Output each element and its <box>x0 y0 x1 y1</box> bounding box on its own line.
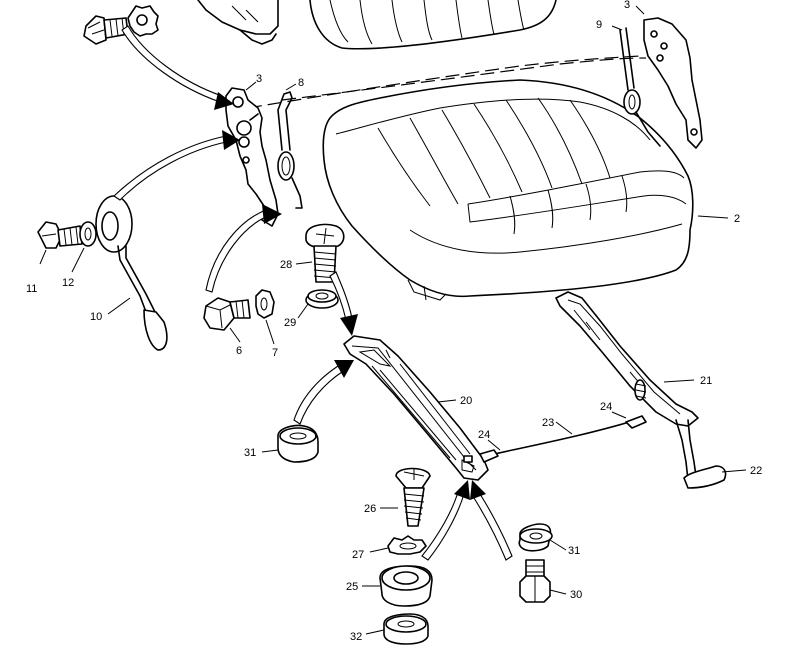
callout-10: 10 <box>90 311 102 323</box>
callout-21: 21 <box>700 375 712 387</box>
bolt-30 <box>519 559 551 603</box>
callout-3: 3 <box>256 73 262 85</box>
washer-32 <box>383 613 429 645</box>
callout-28: 28 <box>280 259 292 271</box>
callout-31: 31 <box>244 447 256 459</box>
callout-7: 7 <box>272 347 278 359</box>
callout-20: 20 <box>460 395 472 407</box>
callout-22: 22 <box>750 465 762 477</box>
screw-top-left <box>83 5 159 45</box>
callout-24: 24 <box>600 401 612 413</box>
screw-26 <box>395 467 431 527</box>
alignment-lines <box>247 55 647 109</box>
backrest-partial <box>197 0 557 50</box>
callout-8: 8 <box>298 77 304 89</box>
washer-27 <box>387 535 427 555</box>
bolt-28 <box>305 223 345 283</box>
callout-29: 29 <box>284 317 296 329</box>
assembly-arrows <box>113 25 513 561</box>
callout-6: 6 <box>236 345 242 357</box>
seat-runner-right <box>555 291 727 489</box>
callout-24: 24 <box>478 429 490 441</box>
callout-27: 27 <box>352 549 364 561</box>
washer-7 <box>255 289 275 319</box>
callout-11: 11 <box>26 283 37 295</box>
washer-31-left <box>277 424 319 463</box>
hinge-bracket-left <box>225 87 279 227</box>
seat-cushion <box>322 79 694 301</box>
callout-30: 30 <box>570 589 582 601</box>
callout-labels: 2 3 3 6 7 8 9 10 11 12 20 21 22 23 24 24… <box>26 0 762 643</box>
seat-runner-left <box>343 335 489 481</box>
washer-29 <box>305 289 339 309</box>
callout-23: 23 <box>542 417 554 429</box>
cable-23 <box>479 415 647 463</box>
callout-2: 2 <box>734 213 740 225</box>
callout-26: 26 <box>364 503 376 515</box>
callout-9: 9 <box>596 19 602 31</box>
callout-25: 25 <box>346 581 358 593</box>
leader-lines <box>39 5 747 635</box>
washer-31-right <box>518 523 553 552</box>
handle-assembly <box>37 195 168 351</box>
callout-3: 3 <box>624 0 630 11</box>
spring-right <box>619 27 661 147</box>
callout-31: 31 <box>568 545 580 557</box>
spring-left <box>277 91 303 209</box>
bolt-6 <box>203 297 251 331</box>
hinge-bracket-right <box>643 17 703 149</box>
callout-32: 32 <box>350 631 362 643</box>
callout-12: 12 <box>62 277 74 289</box>
spacer-25 <box>379 565 433 607</box>
